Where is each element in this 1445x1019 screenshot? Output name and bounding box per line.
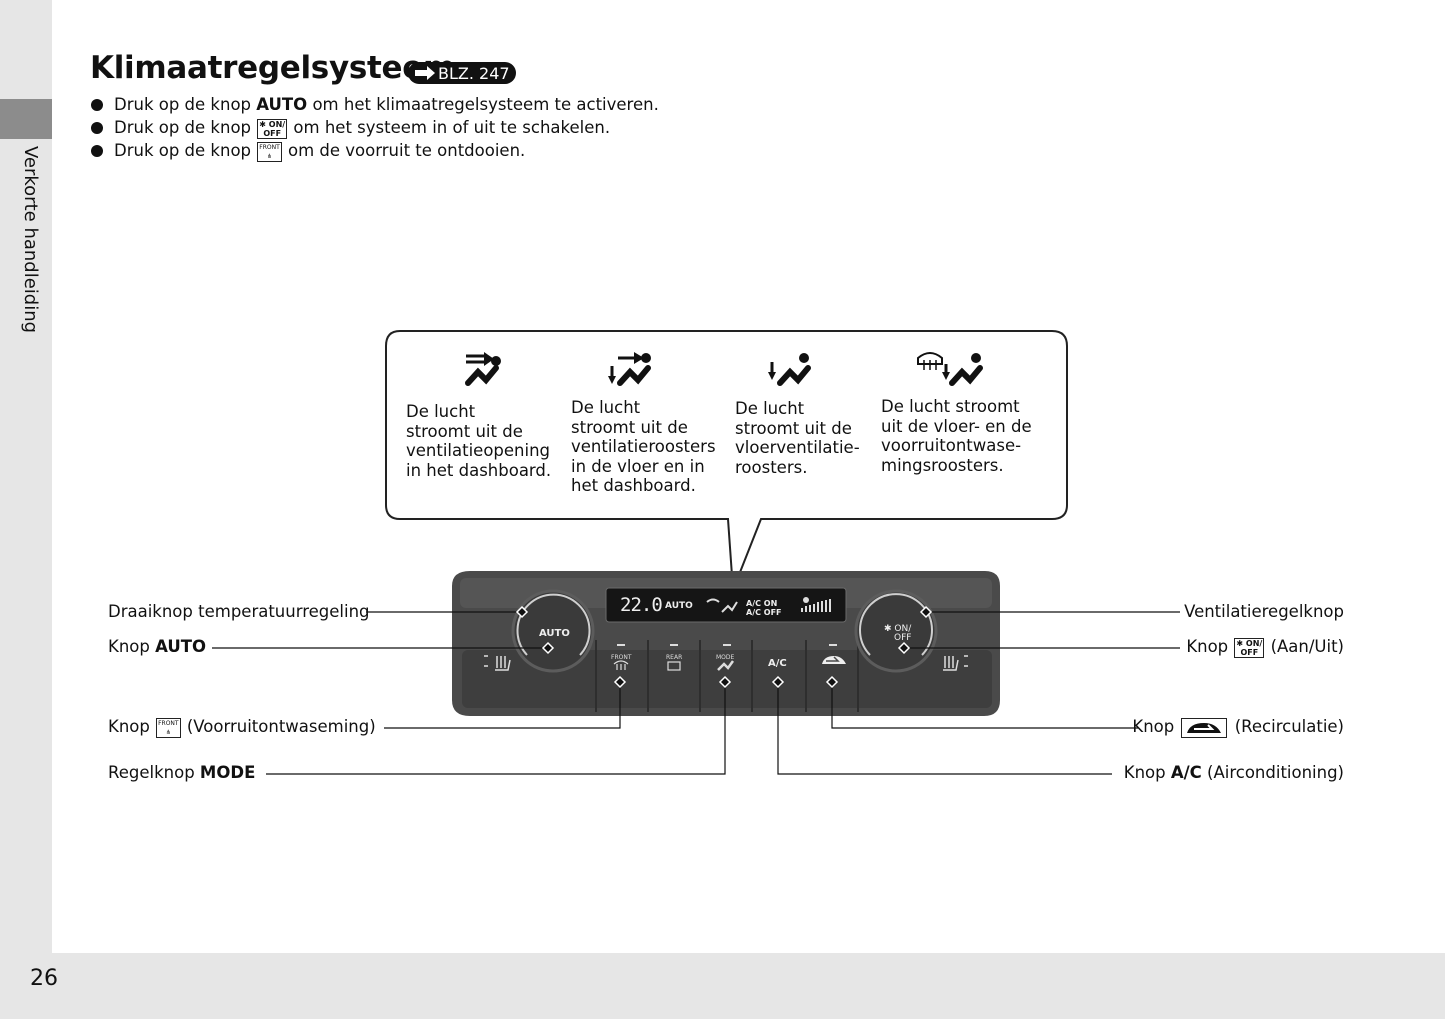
label-mode-button: Regelknop MODE [108, 763, 256, 782]
bullet-text: Druk op de knop [114, 95, 257, 114]
rear-defrost-glyph [667, 661, 681, 671]
label-ac-button: Knop A/C (Airconditioning) [1123, 763, 1344, 782]
page-footer [0, 953, 1445, 1019]
bullet-bold-text: AUTO [256, 95, 308, 114]
front-defrost-icon: FRONT⋔ [156, 717, 181, 738]
bullet-dot [91, 99, 103, 111]
recirculation-glyph [822, 656, 846, 664]
label-recirculation-button: Knop (Recirculatie) [1132, 717, 1344, 738]
label-temperature-knob: Draaiknop temperatuurregeling [108, 602, 370, 621]
ac-button[interactable]: A/C [768, 658, 787, 669]
arrow-right-icon [415, 66, 435, 80]
display-temperature: 22.0 [620, 594, 663, 616]
mode-callout-bubble [385, 330, 1068, 591]
on-off-button-icon: ✱ ON/OFF [257, 118, 288, 139]
dashboard-vent-icon [465, 352, 501, 386]
instruction-list: Druk op de knop AUTO om het klimaatregel… [90, 93, 659, 162]
bullet-dot [91, 145, 103, 157]
right-seat-heater-icon [943, 655, 968, 671]
mode-button[interactable]: MODE [716, 654, 735, 661]
bullet-text: Druk op de knop [114, 118, 257, 137]
display-fan-glyph [803, 597, 809, 603]
label-defrost-button: Knop FRONT⋔ (Voorruitontwaseming) [108, 717, 376, 738]
temperature-knob [511, 589, 595, 673]
page-reference-link[interactable]: BLZ. 247 [408, 62, 516, 84]
on-off-icon: ✱ ON/OFF [1234, 637, 1265, 658]
recirculation-icon [1181, 717, 1228, 738]
page-number: 26 [30, 966, 58, 991]
label-on-off-button: Knop ✱ ON/OFF (Aan/Uit) [1186, 637, 1344, 658]
bullet-text: Druk op de knop [114, 141, 257, 160]
floor-vent-icon [768, 353, 811, 386]
list-item: Druk op de knop AUTO om het klimaatregel… [90, 93, 659, 116]
front-defrost-button-icon: FRONT⋔ [257, 141, 282, 162]
sidebar: Verkorte handleiding [0, 0, 52, 1019]
left-seat-heater-icon [484, 655, 511, 671]
label-auto-button: Knop AUTO [108, 637, 207, 656]
display-auto-indicator: AUTO [665, 601, 693, 611]
rear-defrost-button[interactable]: REAR [666, 654, 683, 661]
list-item: Druk op de knop FRONT⋔ om de voorruit te… [90, 139, 659, 162]
sidebar-tab-marker [0, 99, 52, 139]
bullet-text: om het systeem in of uit te schakelen. [288, 118, 611, 137]
bullet-dot [91, 122, 103, 134]
leader-endpoints [515, 605, 933, 689]
list-item: Druk op de knop ✱ ON/OFF om het systeem … [90, 116, 659, 139]
reference-label: BLZ. 247 [438, 64, 510, 83]
mode-glyph [717, 660, 735, 671]
bullet-text: om de voorruit te ontdooien. [282, 141, 526, 160]
page-title: Klimaatregelsysteem [90, 50, 455, 86]
recirculation-button[interactable] [814, 650, 850, 678]
on-off-button[interactable]: ✱ ON/OFF [884, 624, 912, 643]
leader-lines [212, 611, 1180, 775]
fan-level-bars [801, 599, 831, 612]
display-mode-glyph [706, 598, 738, 613]
floor-and-defrost-vent-icon [917, 352, 983, 386]
front-defrost-button[interactable]: FRONT [611, 654, 632, 661]
bullet-text: om het klimaatregelsysteem te activeren. [307, 95, 659, 114]
auto-button[interactable]: AUTO [539, 628, 570, 639]
front-defrost-glyph [613, 660, 629, 670]
floor-and-dashboard-vent-icon [608, 352, 651, 386]
label-fan-knob: Ventilatieregelknop [1184, 602, 1344, 621]
fan-speed-knob [854, 589, 938, 673]
